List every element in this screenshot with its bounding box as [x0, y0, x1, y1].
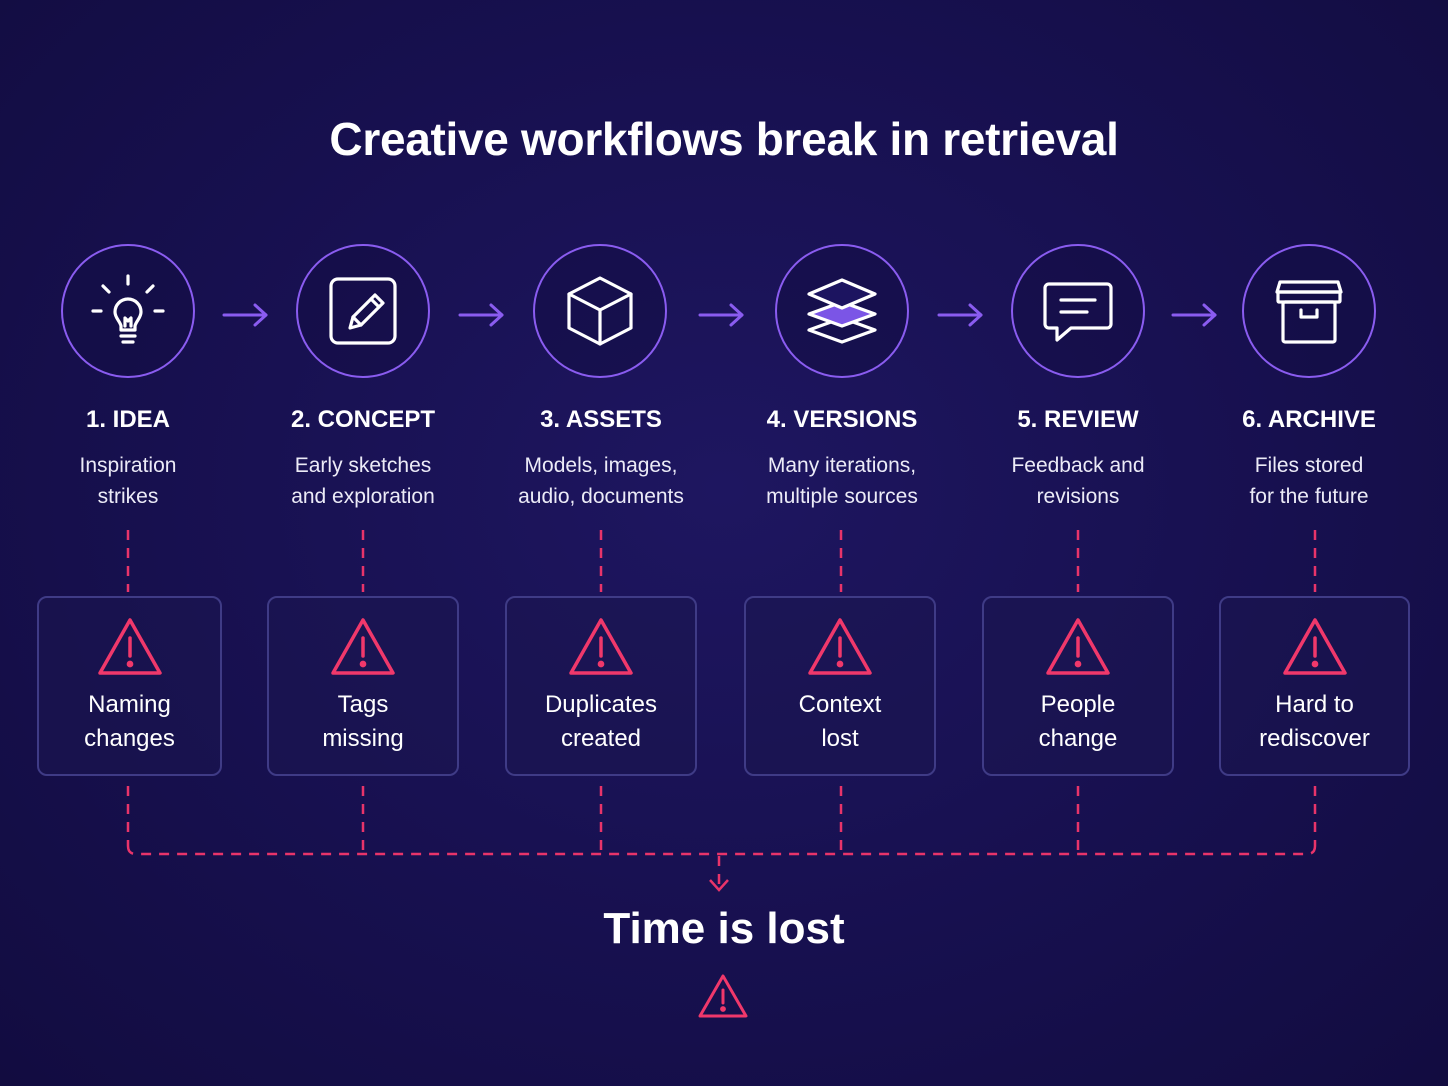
warning-icon [698, 974, 748, 1018]
stage-description: Models, images,audio, documents [518, 454, 684, 508]
warning-icon [808, 618, 872, 675]
archive-box-icon [1275, 280, 1343, 344]
warning-icon [569, 618, 633, 675]
warning-icon [97, 618, 162, 675]
arrow-right-icon [1171, 303, 1217, 327]
result-text: Time is lost [603, 904, 845, 953]
stage-label: 4. VERSIONS [766, 406, 918, 433]
stage-label: 1. IDEA [85, 406, 171, 433]
cube-icon [567, 276, 633, 346]
stage-icon-circle [61, 244, 195, 378]
chat-bubble-icon [1043, 282, 1113, 342]
stage-label: 3. ASSETS [540, 406, 662, 433]
arrow-right-icon [458, 303, 504, 327]
layers-icon [807, 278, 877, 344]
stage-label: 2. CONCEPT [290, 406, 436, 433]
connector-line [126, 845, 1317, 856]
stage-icon-circle [1242, 244, 1376, 378]
stage-label: 5. REVIEW [1017, 406, 1139, 433]
stage-icon-circle [296, 244, 430, 378]
pencil-square-icon [329, 277, 397, 345]
warning-icon [1046, 618, 1110, 675]
arrow-right-icon [222, 303, 268, 327]
page-title: Creative workflows break in retrieval [329, 113, 1119, 165]
arrow-right-icon [937, 303, 983, 327]
stage-label: 6. ARCHIVE [1242, 406, 1376, 433]
stage-icon-circle [533, 244, 667, 378]
stage-icon-circle [775, 244, 909, 378]
arrow-right-icon [698, 303, 744, 327]
lightbulb-icon [91, 274, 165, 344]
stage-description: Many iterations,multiple sources [766, 454, 918, 508]
warning-icon [1282, 618, 1347, 675]
stage-icon-circle [1011, 244, 1145, 378]
warning-icon [331, 618, 395, 675]
